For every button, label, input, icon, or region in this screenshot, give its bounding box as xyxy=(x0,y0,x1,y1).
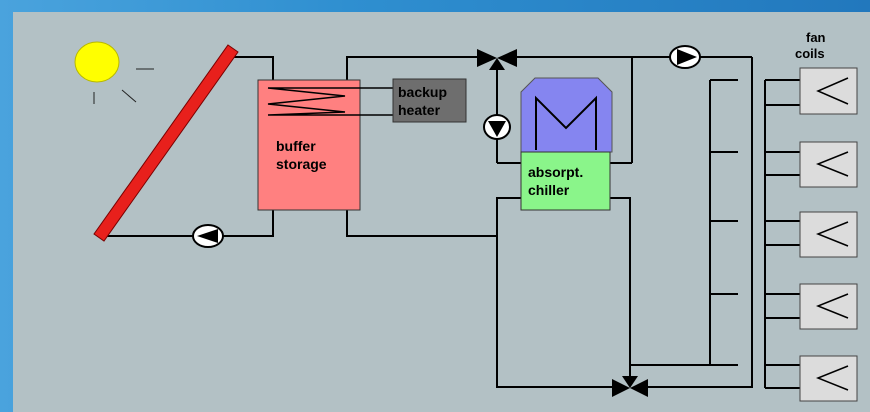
fan-coil-unit xyxy=(799,211,858,258)
fan-coils-label-line1: fan xyxy=(806,30,826,45)
pump-icon xyxy=(483,114,511,140)
absorption-chiller xyxy=(520,151,611,211)
three-way-valve-icon xyxy=(612,376,648,397)
storage-heat-exchanger xyxy=(267,87,393,116)
sun-ray xyxy=(121,89,137,103)
cooling-tower xyxy=(520,77,613,153)
solar-collector xyxy=(93,44,239,242)
fan-coils-label-line2: coils xyxy=(795,46,825,61)
chiller-label-line1: absorpt. xyxy=(528,164,583,180)
cooling-tower-coil xyxy=(535,95,597,150)
backup-heater-label-line1: backup xyxy=(398,84,447,100)
fan-coil-unit xyxy=(799,283,858,330)
buffer-storage-label-line2: storage xyxy=(276,156,327,172)
backup-heater xyxy=(392,78,467,123)
sun-icon xyxy=(74,41,120,83)
buffer-storage-label-line1: buffer xyxy=(276,138,316,154)
pump-icon xyxy=(669,45,701,69)
buffer-storage-tank xyxy=(257,79,361,211)
chiller-label-line2: chiller xyxy=(528,182,570,198)
fan-coil-unit xyxy=(799,355,858,402)
backup-heater-label-line2: heater xyxy=(398,102,441,118)
pump-icon xyxy=(192,224,224,248)
fan-coil-unit xyxy=(799,67,858,115)
three-way-valve-icon xyxy=(477,49,517,70)
fan-coil-unit xyxy=(799,141,858,188)
